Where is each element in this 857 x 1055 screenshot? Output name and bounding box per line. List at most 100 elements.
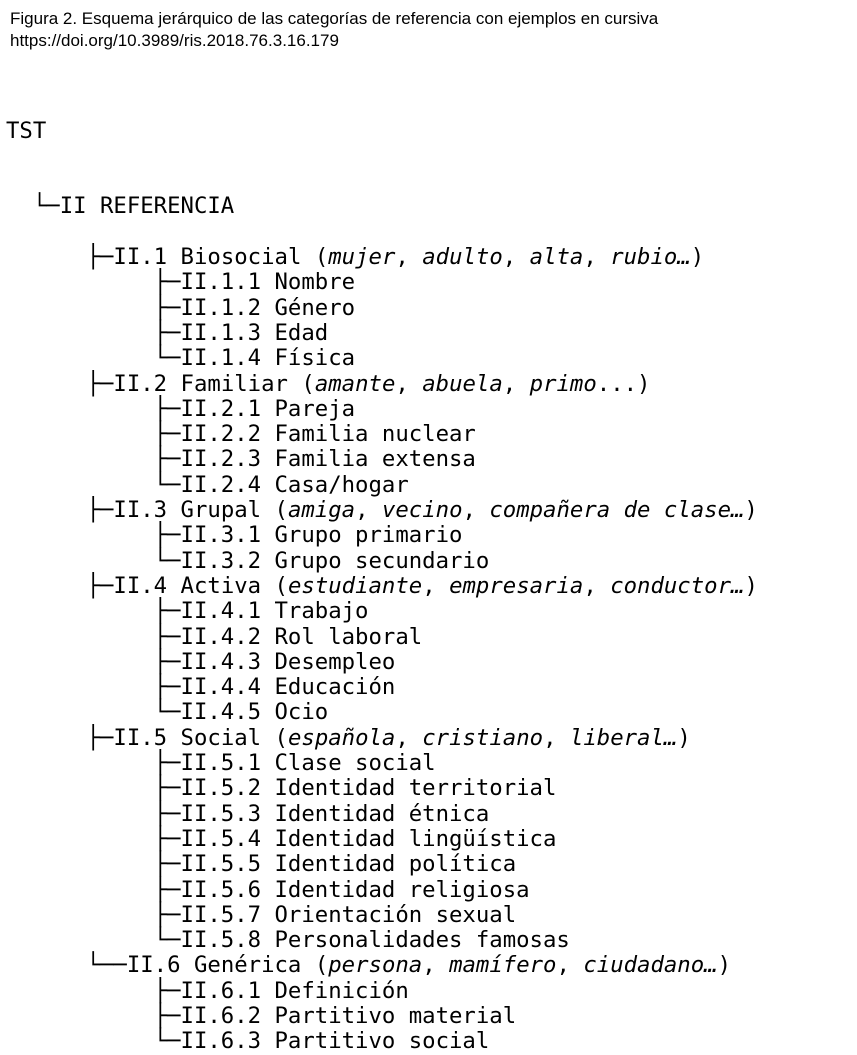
tree-root: TST — [6, 118, 758, 144]
tree-subcategory: ├─II.5.6 Identidad religiosa — [6, 876, 758, 903]
tree-connector: ├─ — [6, 775, 181, 802]
subcategory-name: Grupo primario — [274, 522, 463, 549]
subcategory-name: Identidad religiosa — [274, 876, 530, 903]
tree-spacer — [261, 699, 274, 725]
example-term: mujer — [328, 244, 396, 271]
tree-spacer — [261, 674, 274, 700]
example-punct: , — [355, 497, 382, 524]
tree-spacer — [288, 371, 301, 397]
category-code: II.1 — [113, 244, 168, 271]
tree-connector: ├─ — [6, 851, 181, 878]
subcategory-name: Género — [274, 294, 356, 321]
subcategory-name: Desempleo — [274, 648, 396, 675]
subcategory-code: II.2.1 — [180, 395, 262, 422]
tree-spacer — [167, 371, 180, 397]
example-punct: , — [422, 572, 450, 599]
example-term: española — [287, 724, 396, 751]
example-punct: ) — [690, 244, 705, 271]
tree-spacer — [261, 927, 274, 953]
tree-spacer — [261, 649, 274, 675]
caption-title: Figura 2. Esquema jerárquico de las cate… — [10, 9, 659, 28]
example-punct: ...) — [596, 370, 651, 397]
tree-subcategory: ├─II.2.3 Familia extensa — [6, 447, 758, 472]
tree-subcategory: ├─II.4.1 Trabajo — [6, 599, 758, 624]
subcategory-code: II.3.2 — [180, 547, 262, 574]
tree-subcategory: └─II.4.5 Ocio — [6, 700, 758, 725]
tree-connector: └─ — [6, 699, 181, 726]
subcategory-name: Trabajo — [274, 598, 369, 625]
category-code: II.2 — [113, 370, 168, 397]
subcategory-code: II.2.3 — [180, 446, 262, 473]
subcategory-name: Física — [274, 345, 356, 372]
example-punct: ( — [314, 244, 329, 271]
category-code: II.4 — [113, 572, 168, 599]
tree-connector: ├─ — [6, 370, 114, 397]
subcategory-code: II.5.2 — [180, 775, 262, 802]
example-punct: , — [395, 370, 423, 397]
tree-category: ├─II.1 Biosocial (mujer, adulto, alta, r… — [6, 244, 758, 271]
tree-category: └──II.6 Genérica (persona, mamífero, ciu… — [6, 953, 758, 978]
figure-caption: Figura 2. Esquema jerárquico de las cate… — [10, 8, 658, 52]
example-term: primo — [529, 370, 597, 397]
tree-subcategory: └─II.5.8 Personalidades famosas — [6, 927, 758, 953]
category-name: Genérica — [193, 952, 302, 979]
tree-category: ├─II.2 Familiar (amante, abuela, primo..… — [6, 370, 758, 397]
tree-spacer — [261, 750, 274, 776]
tree-spacer — [261, 396, 274, 422]
tree-spacer — [261, 497, 274, 523]
tree-subcategory: ├─II.2.1 Pareja — [6, 395, 758, 422]
tree-connector: ├─ — [6, 750, 181, 777]
example-punct: ( — [274, 497, 288, 524]
tree-subcategory: ├─II.4.4 Educación — [6, 674, 758, 700]
tree-spacer — [167, 244, 180, 270]
subcategory-name: Orientación sexual — [274, 901, 517, 928]
tree-spacer — [261, 269, 274, 295]
example-punct: ) — [677, 724, 691, 751]
subcategory-code: II.5.6 — [180, 876, 262, 903]
tree-connector: ├─ — [6, 269, 181, 296]
subcategory-code: II.5.5 — [180, 851, 262, 878]
tree-spacer — [181, 952, 194, 978]
tree-spacer — [261, 573, 274, 599]
example-punct: ( — [314, 952, 329, 979]
category-name: Familiar — [180, 370, 288, 397]
tree-category: ├─II.4 Activa (estudiante, empresaria, c… — [6, 572, 758, 599]
tree-subcategory: └─II.1.4 Física — [6, 346, 758, 371]
tree-connector: ├─ — [6, 294, 181, 321]
tree-spacer — [261, 472, 274, 498]
tree-connector: ├─ — [6, 1002, 181, 1029]
tree-connector: ├─ — [6, 598, 181, 625]
category-code: II.6 — [126, 952, 181, 979]
tree-spacer — [167, 573, 180, 599]
example-term: vecino — [381, 497, 463, 524]
subcategory-code: II.2.2 — [180, 421, 262, 448]
example-term: alta — [529, 244, 584, 271]
example-punct: , — [583, 244, 611, 271]
category-name: Activa — [180, 572, 262, 599]
tree-subcategory: ├─II.4.3 Desempleo — [6, 648, 758, 675]
tree-connector: ├─ — [6, 876, 181, 903]
example-term: cristiano — [422, 724, 544, 751]
tree-spacer — [261, 978, 274, 1004]
tree-connector: ├─ — [6, 800, 181, 827]
example-term: mamífero — [449, 952, 557, 979]
subcategory-name: Definición — [274, 977, 409, 1004]
subcategory-code: II.5.4 — [180, 825, 262, 852]
example-punct: , — [543, 724, 570, 751]
subcategory-code: II.2.4 — [180, 471, 262, 498]
tree-spacer — [261, 598, 274, 624]
example-term: conductor… — [610, 572, 745, 599]
example-term: liberal… — [569, 724, 678, 751]
tree-spacer — [167, 497, 180, 523]
tree-spacer — [167, 725, 180, 751]
subcategory-name: Rol laboral — [274, 623, 423, 650]
subcategory-code: II.1.1 — [180, 269, 262, 296]
tree-connector: ├─ — [6, 497, 114, 524]
subcategory-name: Partitivo material — [274, 1002, 517, 1029]
tree-subcategory: ├─II.4.2 Rol laboral — [6, 623, 758, 650]
subcategory-name: Identidad étnica — [274, 800, 490, 827]
example-punct: , — [422, 952, 450, 979]
subcategory-code: II.1.4 — [180, 345, 262, 372]
example-term: adulto — [422, 244, 503, 271]
category-examples: (estudiante, empresaria, conductor…) — [275, 573, 758, 599]
